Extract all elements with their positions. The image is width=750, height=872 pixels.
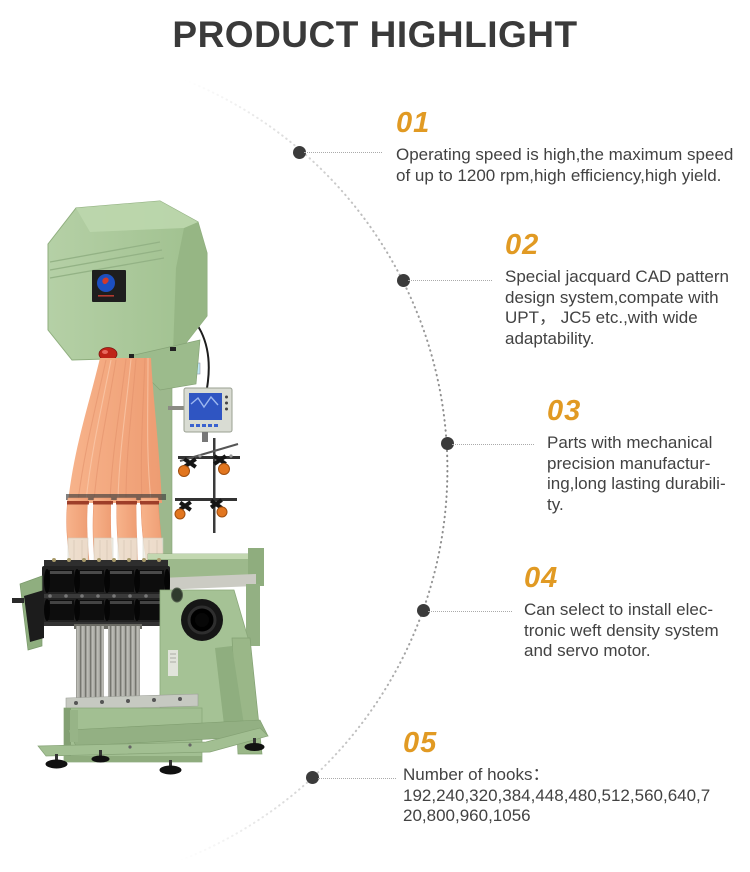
connector-line-3	[452, 444, 534, 445]
highlight-number-4: 04	[524, 562, 559, 594]
highlight-line: precision manufactur-	[547, 453, 711, 473]
hand-wheel	[181, 599, 223, 641]
connector-dot-3	[441, 437, 454, 450]
base-frame	[37, 710, 269, 775]
highlight-line: Can select to install elec-	[524, 600, 713, 619]
connector-line-4	[428, 611, 512, 612]
tension-assembly	[174, 438, 240, 533]
highlight-line: and servo motor.	[524, 641, 651, 660]
highlight-item-4: 04 Can select to install elec- tronic we…	[524, 562, 719, 662]
control-monitor	[168, 387, 233, 442]
highlight-line: 20,800,960,1056	[403, 806, 531, 825]
connector-dot-5	[306, 771, 319, 784]
highlight-line: design system,compate with	[505, 287, 719, 307]
brand-logo-panel	[92, 270, 126, 302]
connector-dot-4	[417, 604, 430, 617]
highlight-line: adaptability.	[505, 328, 595, 348]
highlight-line: Operating speed is high,the maximum spee…	[396, 145, 734, 164]
highlight-line: Special jacquard CAD pattern	[505, 267, 729, 286]
page-title: PRODUCT HIGHLIGHT	[172, 14, 578, 55]
connector-line-1	[304, 152, 382, 153]
highlight-item-5: 05 Number of hooks： 192,240,320,384,448,…	[403, 727, 710, 827]
highlight-number-1: 01	[396, 107, 431, 139]
loom-body	[12, 548, 269, 775]
highlight-text-5: Number of hooks： 192,240,320,384,448,480…	[403, 765, 710, 827]
highlight-number-2: 02	[505, 229, 540, 261]
red-knob	[98, 347, 118, 361]
connector-line-2	[408, 280, 492, 281]
highlight-item-1: 01 Operating speed is high,the maximum s…	[396, 107, 733, 186]
highlight-number-3: 03	[547, 395, 582, 427]
highlight-line: UPT， JC5 etc.,with wide	[505, 308, 698, 327]
machine-feet	[45, 738, 265, 775]
highlight-line: ty.	[547, 494, 564, 514]
machine-head	[47, 200, 208, 391]
beam-rollers	[40, 558, 170, 626]
thread-bundle	[66, 357, 166, 574]
highlight-line: ing,long lasting durabili-	[547, 474, 726, 493]
highlight-text-3: Parts with mechanical precision manufact…	[547, 433, 726, 515]
highlight-text-1: Operating speed is high,the maximum spee…	[396, 145, 733, 186]
highlight-line: tronic weft density system	[524, 620, 719, 640]
monitor-screen	[189, 393, 222, 420]
machine-image	[12, 200, 269, 775]
connector-line-5	[318, 778, 396, 779]
highlight-text-4: Can select to install elec- tronic weft …	[524, 600, 719, 662]
highlight-line: 192,240,320,384,448,480,512,560,640,7	[403, 785, 711, 805]
highlight-number-5: 05	[403, 727, 438, 759]
highlight-text-2: Special jacquard CAD pattern design syst…	[505, 267, 729, 349]
highlight-item-2: 02 Special jacquard CAD pattern design s…	[505, 229, 729, 349]
highlight-line: Number of hooks：	[403, 765, 550, 784]
harness-cords	[76, 626, 104, 702]
highlight-line: of up to 1200 rpm,high efficiency,high y…	[396, 165, 722, 185]
connector-dot-2	[397, 274, 410, 287]
highlight-line: Parts with mechanical	[547, 433, 713, 452]
connector-dot-1	[293, 146, 306, 159]
highlight-item-3: 03 Parts with mechanical precision manuf…	[547, 395, 726, 515]
